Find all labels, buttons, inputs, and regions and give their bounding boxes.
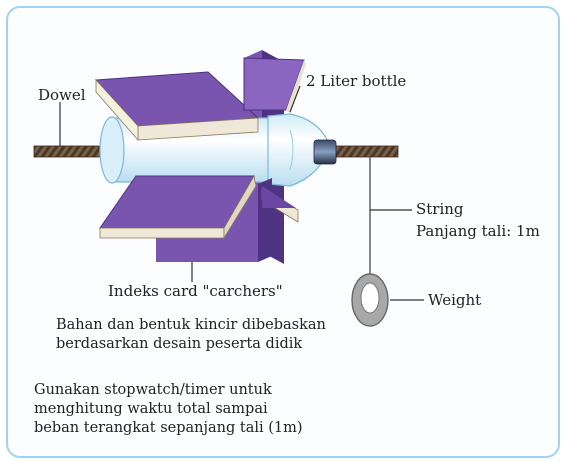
string-length-label: Panjang tali: 1m xyxy=(416,222,540,240)
card-bottom xyxy=(99,174,257,240)
design-note-line2: berdasarkan desain peserta didik xyxy=(56,336,303,352)
weight-label: Weight xyxy=(428,291,482,309)
timer-note-line1: Gunakan stopwatch/timer untuk xyxy=(34,382,272,398)
weight xyxy=(351,273,389,327)
timer-note: Gunakan stopwatch/timer untuk menghitung… xyxy=(34,381,303,438)
design-note: Bahan dan bentuk kincir dibebaskan berda… xyxy=(56,316,326,354)
dowel-label: Dowel xyxy=(38,86,86,104)
string-label: String xyxy=(416,200,464,218)
bottle-leader xyxy=(289,85,301,113)
bottle-cap xyxy=(313,139,337,165)
design-note-line1: Bahan dan bentuk kincir dibebaskan xyxy=(56,317,326,333)
card-top-right xyxy=(243,57,306,114)
card-bottom-right xyxy=(261,186,299,223)
dowel-right xyxy=(333,145,399,158)
timer-note-line2: menghitung waktu total sampai xyxy=(34,401,268,417)
cards-label: Indeks card "carchers" xyxy=(108,282,283,300)
timer-note-line3: beban terangkat sepanjang tali (1m) xyxy=(34,420,303,436)
card-top xyxy=(94,71,260,142)
bottle-label: 2 Liter bottle xyxy=(306,72,407,90)
